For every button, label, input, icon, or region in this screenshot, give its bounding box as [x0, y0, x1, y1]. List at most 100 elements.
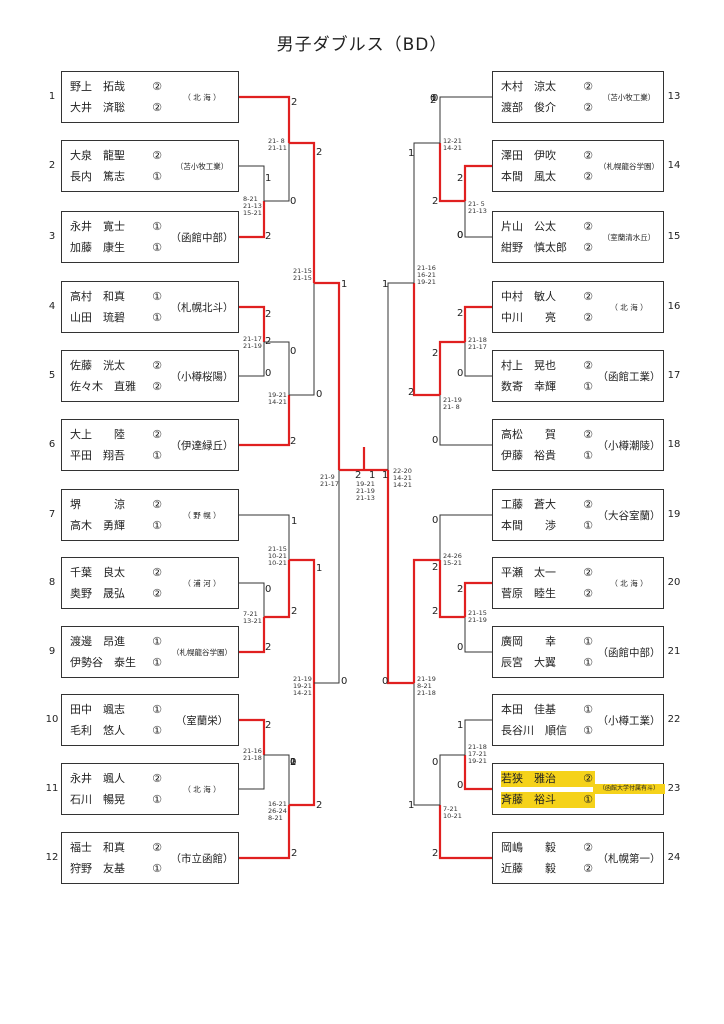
match-score: 2 — [316, 800, 323, 811]
grade-badge: ② — [152, 101, 162, 114]
match-score: 0 — [457, 230, 464, 241]
game-score: 21-16 16-21 19-21 — [417, 264, 436, 286]
match-score: 2 — [355, 470, 362, 481]
bracket-line — [463, 305, 492, 342]
entry-number: 17 — [667, 370, 681, 381]
player-name: 伊勢谷 泰生 — [70, 656, 136, 669]
grade-badge: ① — [152, 311, 162, 324]
entry-number: 2 — [48, 160, 56, 171]
grade-badge: ① — [583, 449, 593, 462]
player-name: 廣岡 幸 — [501, 635, 556, 648]
player-name: 堺 涼 — [70, 498, 125, 511]
match-score: 0 — [265, 584, 272, 595]
bracket-line — [264, 143, 290, 202]
grade-badge: ① — [583, 519, 593, 532]
player-name: 紺野 慎太郎 — [501, 241, 567, 254]
entry-number: 22 — [667, 714, 681, 725]
grade-badge: ② — [583, 149, 593, 162]
match-score: 2 — [291, 606, 298, 617]
game-score: 21-15 21-15 — [293, 267, 312, 282]
bracket-line — [239, 201, 266, 239]
game-score: 21-19 8-21 21-18 — [417, 675, 436, 697]
game-score: 22-20 14-21 14-21 — [393, 467, 412, 489]
grade-badge: ② — [152, 841, 162, 854]
grade-badge: ② — [583, 170, 593, 183]
bracket-line — [413, 142, 440, 283]
school-name: （小樽桜陽） — [170, 371, 234, 383]
match-score: 2 — [432, 196, 439, 207]
player-name: 佐藤 洸太 — [70, 359, 125, 372]
bracket-line — [463, 581, 492, 617]
bracket-line — [239, 805, 291, 860]
player-name: 近藤 毅 — [501, 862, 556, 875]
match-score: 0 — [265, 368, 272, 379]
game-score: 24-26 15-21 — [443, 552, 462, 567]
player-name: 斉藤 裕斗 — [501, 792, 581, 808]
player-name: 大上 陸 — [70, 428, 125, 441]
game-score: 16-21 26-24 8-21 — [268, 800, 287, 822]
match-score: 1 — [316, 563, 323, 574]
grade-badge: ① — [583, 703, 593, 716]
player-name: 若狭 雅治 — [501, 771, 581, 787]
grade-badge: ② — [152, 359, 162, 372]
bracket-line — [439, 395, 492, 446]
grade-badge: ② — [583, 220, 593, 233]
school-name: （室蘭清水丘） — [602, 233, 656, 242]
game-score: 21- 5 21-13 — [468, 200, 487, 215]
entry-number: 3 — [48, 231, 56, 242]
player-name: 加藤 康生 — [70, 241, 125, 254]
match-score: 0 — [432, 515, 439, 526]
game-score: 7-21 13-21 — [243, 610, 262, 625]
entry-number: 11 — [45, 783, 59, 794]
match-score: 0 — [316, 389, 323, 400]
grade-badge: ① — [152, 703, 162, 716]
grade-badge: ② — [583, 101, 593, 114]
entry-number: 16 — [667, 301, 681, 312]
game-score: 7-21 10-21 — [443, 805, 462, 820]
match-score: 2 — [432, 606, 439, 617]
bracket-line — [289, 283, 315, 396]
grade-badge: ① — [152, 656, 162, 669]
match-score: 2 — [457, 173, 464, 184]
bracket-line — [464, 719, 492, 755]
bracket-line — [464, 201, 492, 238]
grade-badge: ② — [583, 359, 593, 372]
match-score: 1 — [382, 470, 389, 481]
grade-badge: ② — [583, 311, 593, 324]
school-name: （ 北 海 ） — [183, 785, 221, 794]
bracket-line — [239, 755, 265, 790]
school-name: （大谷室蘭） — [597, 510, 661, 522]
school-name: （小樽潮陵） — [597, 440, 661, 452]
match-score: 0 — [290, 757, 297, 768]
player-name: 長谷川 順信 — [501, 724, 567, 737]
grade-badge: ① — [152, 519, 162, 532]
grade-badge: ② — [152, 149, 162, 162]
player-name: 大井 済聡 — [70, 101, 125, 114]
grade-badge: ① — [581, 792, 595, 808]
grade-badge: ① — [583, 635, 593, 648]
match-score: 2 — [432, 562, 439, 573]
match-score: 1 — [408, 148, 415, 159]
match-score: 2 — [457, 308, 464, 319]
game-score: 21- 8 21-11 — [268, 137, 287, 152]
player-name: 渡邊 昂進 — [70, 635, 125, 648]
